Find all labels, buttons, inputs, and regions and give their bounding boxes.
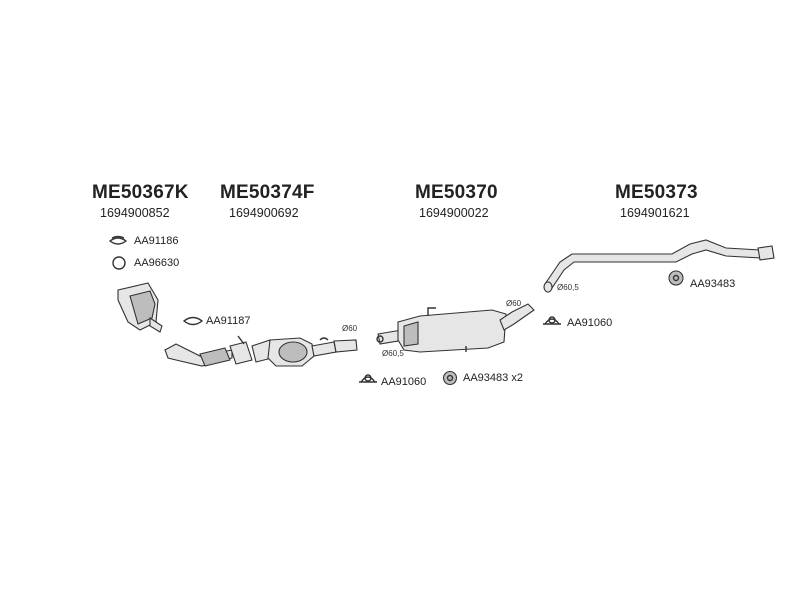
hanger-aa93483-left-drawing [442,370,458,386]
diameter-label-silencer-inlet: Ø60,5 [382,349,404,358]
hanger-aa93483-right-drawing [668,270,684,286]
oe-number-me50373: 1694901621 [620,206,690,220]
front-pipe-me50374f-drawing [164,335,358,367]
oe-number-me50370: 1694900022 [419,206,489,220]
label-aa91186: AA91186 [134,235,179,247]
diameter-label-tail-pipe: Ø60,5 [557,283,579,292]
dpf-me50367k-drawing [117,282,163,333]
diameter-label-silencer-outlet: Ø60 [506,299,522,308]
oe-number-me50367k: 1694900852 [100,206,170,220]
part-number-me50370: ME50370 [415,182,498,203]
label-aa93483-right: AA93483 [690,278,736,290]
clamp-aa91186-drawing [108,235,128,245]
diameter-label-front-pipe: Ø60 [342,324,358,333]
label-aa96630: AA96630 [134,257,180,269]
part-number-me50374f: ME50374F [220,182,315,203]
middle-silencer-me50370-drawing [376,303,535,353]
tail-pipe-me50373-drawing [543,239,775,293]
ring-aa96630-drawing [112,256,126,270]
part-number-me50367k: ME50367K [92,182,189,203]
label-aa91060-right: AA91060 [567,317,613,329]
oe-number-me50374f: 1694900692 [229,206,299,220]
part-number-me50373: ME50373 [615,182,698,203]
gasket-aa91187-drawing [182,316,204,326]
label-aa93483-x2: AA93483 x2 [463,372,523,384]
label-aa91187: AA91187 [206,315,251,327]
clamp-aa91060-right-drawing [543,316,561,325]
label-aa91060-left: AA91060 [381,376,427,388]
clamp-aa91060-left-drawing [359,374,377,383]
